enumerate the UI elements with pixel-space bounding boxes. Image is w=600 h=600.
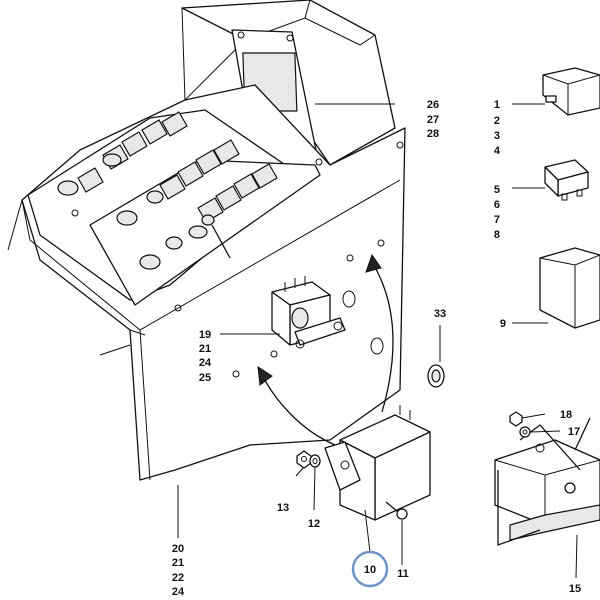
label-11: 11 [397,568,409,580]
nut-13 [296,450,312,469]
relay-module [324,405,431,521]
label-1: 1 [494,99,500,111]
label-20: 20 [172,543,184,555]
grommet-33 [427,364,445,388]
label-7: 7 [494,214,500,226]
label-27: 27 [427,114,439,126]
label-22: 22 [172,572,184,584]
fuse-5 [544,159,589,201]
label-25: 25 [199,372,211,384]
rocker-switches [77,111,278,223]
console-housing [7,0,406,481]
callout-labels: 1 2 3 4 5 6 7 8 9 26 27 28 19 21 24 25 3… [172,99,581,598]
label-15: 15 [569,583,581,595]
label-19: 19 [199,329,211,341]
nut-18 [509,411,523,427]
label-33: 33 [434,308,446,320]
label-24a: 24 [199,357,212,369]
label-24b: 24 [172,586,185,598]
label-9: 9 [500,318,506,330]
relay-9 [539,247,600,329]
label-21b: 21 [172,557,184,569]
label-6: 6 [494,199,500,211]
label-5: 5 [494,184,500,196]
washer-12 [309,454,321,468]
bracket-arrow [574,417,591,451]
label-8: 8 [494,229,500,241]
label-17: 17 [568,426,580,438]
label-2: 2 [494,115,500,127]
leader-lines [177,103,578,579]
label-28: 28 [427,128,439,140]
bracket-15 [494,424,600,546]
mounting-arrows [257,253,394,446]
highlight-ring-10 [351,550,389,588]
label-13: 13 [277,502,289,514]
relay-bracket [271,276,346,349]
ignition-key [211,224,231,259]
relay-plug-1 [542,67,600,116]
label-10: 10 [364,564,376,576]
washer-17 [519,426,531,438]
label-26: 26 [427,99,439,111]
label-21a: 21 [199,343,211,355]
label-12: 12 [308,518,320,530]
control-knobs [57,153,231,270]
label-3: 3 [494,130,500,142]
label-18: 18 [560,409,572,421]
label-4: 4 [494,145,501,157]
